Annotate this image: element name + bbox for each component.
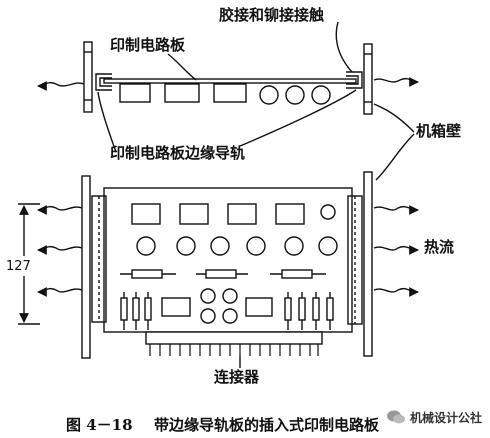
right-vertical-resistors [284,292,334,330]
figure-title: 带边缘导轨板的插入式印制电路板 [154,416,380,434]
chassis-label: 机箱壁 [416,122,462,140]
contact-leader [335,21,353,73]
watermark-text: 机械设计公社 [410,410,483,425]
top-right-heat-arrow [373,77,419,87]
watermark: 机械设计公社 [386,405,482,429]
edge-connector [145,331,323,356]
right-heat-arrows [373,205,419,297]
guide-rail-label: 印制电路板边缘导轨 [110,144,246,162]
bottom-resistor-row [120,269,326,279]
bottom-left-chassis-wall [81,175,91,359]
height-dimension [18,203,40,325]
top-left-heat-arrow [37,81,85,91]
guide-leader-left [97,91,117,153]
left-heat-arrows [37,205,83,297]
connector-label: 连接器 [214,368,260,386]
top-pcb-board [103,78,357,84]
left-vertical-resistors [120,292,152,330]
top-left-chassis-wall [83,41,93,113]
chassis-leader-bottom [375,133,415,181]
pcb-label: 印制电路板 [110,36,186,54]
figure-number: 图 4－18 [66,416,133,434]
pcb-leader [167,53,197,81]
contact-label: 胶接和铆接接触 [219,6,325,24]
chassis-leader-top [373,103,415,133]
center-right-block [245,297,273,317]
heat-flow-label: 热流 [424,238,455,256]
guide-leader-right [239,89,357,147]
top-left-guide-rail [95,73,112,91]
center-left-block [161,297,191,317]
top-right-chassis-wall [363,43,373,115]
top-right-guide-rail [346,71,363,89]
wechat-icon [386,409,406,425]
bottom-capacitor-row [136,236,338,256]
bottom-right-chassis-wall [363,171,373,357]
center-circles [200,288,238,324]
bottom-right-guide-rail [347,195,363,325]
top-components [119,83,331,105]
bottom-ic-row [131,203,336,225]
bottom-left-guide-rail [91,195,107,323]
height-label: 127 [6,259,31,274]
